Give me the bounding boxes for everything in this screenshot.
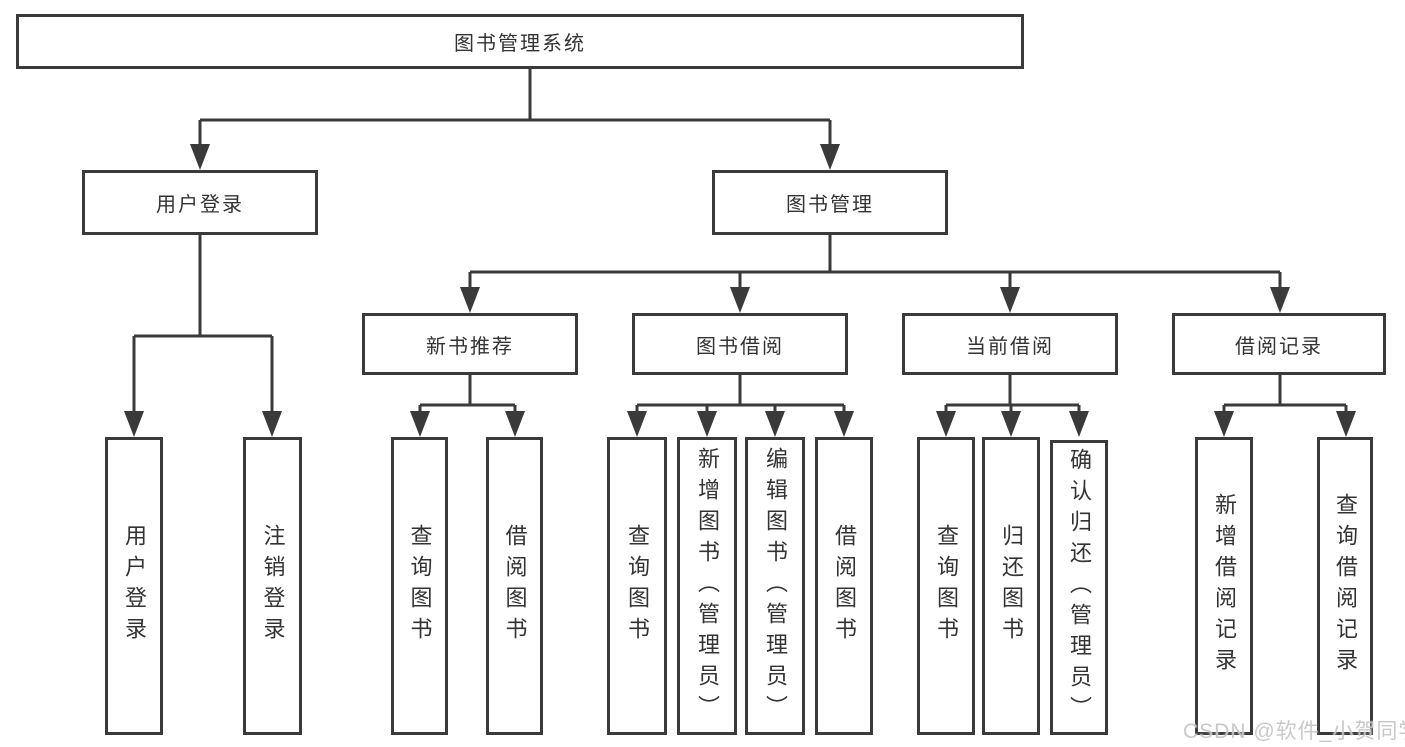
leaf-return-books-label: 归还图书 [999,524,1024,648]
connector-borrow-records [1214,375,1356,437]
leaf-add-book-admin: 新增图书（管理员） [677,437,737,735]
arrow-down-icon [834,411,854,437]
arrow-down-icon [1069,411,1089,437]
node-current-borrow: 当前借阅 [902,313,1118,375]
connector-current-borrow [936,375,1089,437]
leaf-query-books-borrow: 查询图书 [607,437,667,735]
node-book-borrow-label: 图书借阅 [696,335,784,358]
leaf-user-login: 用户登录 [105,437,163,735]
leaf-logout-label: 注销登录 [260,524,286,648]
leaf-borrow-books-recommend-label: 借阅图书 [502,524,528,648]
arrow-down-icon [1336,411,1356,437]
leaf-query-books-current-label: 查询图书 [934,524,959,648]
arrow-down-icon [627,411,647,437]
leaf-edit-book-admin: 编辑图书（管理员） [745,437,805,735]
node-borrow-records-label: 借阅记录 [1235,335,1323,358]
leaf-query-books-recommend: 查询图书 [391,437,448,735]
node-user-login: 用户登录 [82,170,318,235]
node-new-book-recommend-label: 新书推荐 [426,335,514,358]
leaf-logout: 注销登录 [243,437,302,735]
leaf-user-login-label: 用户登录 [122,524,147,648]
arrow-down-icon [1214,411,1234,437]
leaf-query-books-recommend-label: 查询图书 [407,524,433,648]
leaf-add-borrow-record: 新增借阅记录 [1195,437,1253,735]
connector-book-management [460,235,1290,313]
arrow-down-icon [190,144,210,170]
arrow-down-icon [505,411,525,437]
leaf-borrow-books-2: 借阅图书 [815,437,873,735]
arrow-down-icon [765,411,785,437]
arrow-down-icon [936,411,956,437]
leaf-edit-book-admin-label: 编辑图书（管理员） [763,446,788,726]
node-current-borrow-label: 当前借阅 [966,335,1054,358]
leaf-query-books-current: 查询图书 [917,437,975,735]
arrow-down-icon [730,287,750,313]
node-book-management-label: 图书管理 [786,194,874,216]
arrow-down-icon [124,411,144,437]
connector-user-login [124,235,282,437]
leaf-return-books: 归还图书 [982,437,1040,735]
leaf-query-books-borrow-label: 查询图书 [625,524,650,648]
leaf-confirm-return-admin: 确认归还（管理员） [1050,440,1108,735]
node-root: 图书管理系统 [16,14,1024,69]
node-user-login-label: 用户登录 [156,194,244,216]
arrow-down-icon [262,411,282,437]
leaf-add-book-admin-label: 新增图书（管理员） [695,446,720,726]
node-root-label: 图书管理系统 [454,33,586,55]
arrow-down-icon [1000,287,1020,313]
leaf-query-borrow-record-label: 查询借阅记录 [1333,493,1358,679]
arrow-down-icon [820,144,840,170]
connector-root [190,69,840,170]
node-book-borrow: 图书借阅 [632,313,848,375]
arrow-down-icon [460,287,480,313]
arrow-down-icon [697,411,717,437]
node-new-book-recommend: 新书推荐 [362,313,578,375]
leaf-borrow-books-2-label: 借阅图书 [832,524,857,648]
leaf-borrow-books-recommend: 借阅图书 [486,437,543,735]
csdn-watermark: CSDN @软件_小贺同学 [1183,720,1405,743]
arrow-down-icon [1270,287,1290,313]
connector-new-book [410,375,525,437]
arrow-down-icon [1001,411,1021,437]
leaf-confirm-return-admin-label: 确认归还（管理员） [1067,448,1092,727]
leaf-query-borrow-record: 查询借阅记录 [1317,437,1373,735]
node-book-management: 图书管理 [712,170,948,235]
leaf-add-borrow-record-label: 新增借阅记录 [1212,493,1237,679]
arrow-down-icon [410,411,430,437]
node-borrow-records: 借阅记录 [1172,313,1386,375]
connector-book-borrow [627,375,854,437]
